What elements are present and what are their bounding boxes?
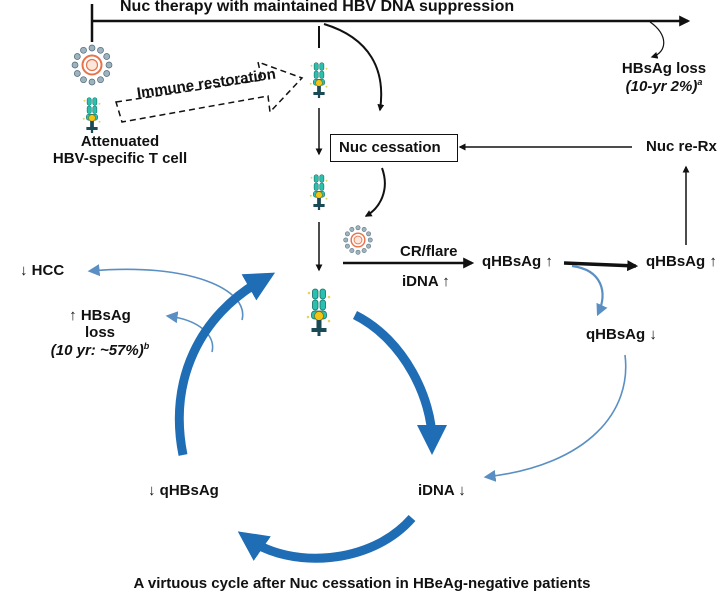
cycle-arc-left	[174, 272, 276, 456]
hbsag-loss-rate: (10-yr 2%)a	[625, 77, 703, 95]
cessation-to-virion-arrow	[364, 167, 386, 217]
cycle-arc-right	[352, 310, 447, 455]
hcc-label: ↓ HCC	[20, 262, 65, 279]
cr-flare-label: CR/flare	[400, 243, 458, 260]
hbsag-loss-up-rate: (10 yr: ~57%)b	[50, 341, 150, 359]
diagram-caption: A virtuous cycle after Nuc cessation in …	[133, 575, 591, 592]
nuc-cessation-box: Nuc cessation	[330, 134, 458, 162]
virtuous-cycle	[174, 272, 447, 563]
idna-down-label: iDNA ↓	[418, 482, 466, 499]
attenuated-label-line1: Attenuated	[80, 133, 160, 150]
nuc-cessation-label: Nuc cessation	[339, 139, 441, 156]
t-cell-icon	[309, 62, 328, 99]
qhbsag-up-label-2: qHBsAg ↑	[646, 253, 717, 270]
hbv-virion-icon	[342, 224, 374, 256]
to-hcc-arrow	[87, 264, 244, 321]
qhbsag-down-right-label: qHBsAg ↓	[586, 326, 657, 343]
hbsag-loss-up-group: ↑ HBsAg loss (10 yr: ~57%)b	[40, 307, 160, 359]
t-cell-icon	[82, 97, 101, 134]
idna-up-label: iDNA ↑	[402, 273, 450, 290]
diagram-title: Nuc therapy with maintained HBV DNA supp…	[120, 0, 515, 15]
dashed-arrow-icon	[115, 60, 304, 123]
hbsag-loss-up-line2: loss	[84, 324, 115, 341]
timeline-arrow	[90, 4, 691, 42]
attenuated-cell-label: Attenuated HBV-specific T cell	[40, 133, 200, 167]
t-cell-icon	[309, 174, 328, 211]
t-cell-icon	[306, 288, 331, 337]
hbsag-loss-label: HBsAg loss	[621, 60, 707, 77]
hbsag-loss-curve-arrow	[649, 21, 665, 59]
nuc-rerx-label: Nuc re-Rx	[646, 138, 717, 155]
qhbsag-down-left-label: ↓ qHBsAg	[148, 482, 219, 499]
hbv-virion-icon	[70, 43, 114, 87]
qhbsag-up-arrow	[563, 260, 639, 272]
attenuated-label-line2: HBV-specific T cell	[52, 150, 188, 167]
qhbsag-up-label-1: qHBsAg ↑	[482, 253, 553, 270]
to-nuc-cessation-arrow	[323, 23, 385, 112]
hbsag-loss-up-line1: ↑ HBsAg	[69, 307, 131, 324]
qhbsag-down-branch-arrow	[571, 264, 608, 317]
hbsag-loss-label-group: HBsAg loss (10-yr 2%)a	[612, 60, 716, 95]
cycle-arc-bottom	[237, 514, 416, 563]
qhbsag-to-idna-arrow	[483, 354, 627, 482]
